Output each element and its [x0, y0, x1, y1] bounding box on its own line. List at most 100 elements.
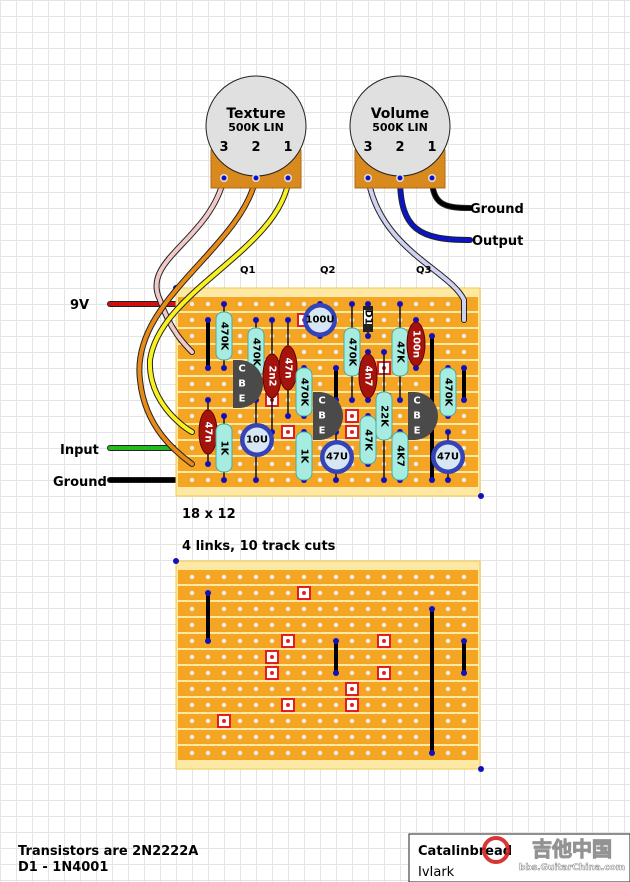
hole [253, 574, 259, 580]
hole [237, 718, 243, 724]
hole [461, 574, 467, 580]
solder-point [397, 301, 403, 307]
hole [365, 590, 371, 596]
hole [381, 606, 387, 612]
resistor-body [439, 367, 457, 417]
hole [445, 670, 451, 676]
hole [205, 750, 211, 756]
hole [317, 349, 323, 355]
track-cut-dot [350, 430, 354, 434]
hole [445, 301, 451, 307]
hole [301, 333, 307, 339]
solder-point [365, 349, 371, 355]
hole [381, 333, 387, 339]
hole [189, 718, 195, 724]
hole [381, 718, 387, 724]
hole [205, 477, 211, 483]
hole [413, 477, 419, 483]
capacitor-body [278, 345, 298, 391]
hole [253, 301, 259, 307]
hole [189, 445, 195, 451]
hole [365, 638, 371, 644]
track-cut-dot [350, 703, 354, 707]
hole [397, 702, 403, 708]
hole [413, 622, 419, 628]
hole [237, 590, 243, 596]
hole [365, 750, 371, 756]
solder-point [349, 397, 355, 403]
hole [205, 574, 211, 580]
hole [237, 445, 243, 451]
label-q1: Q1 [240, 265, 256, 276]
hole [205, 734, 211, 740]
hole [237, 734, 243, 740]
hole [413, 686, 419, 692]
solder-point [205, 461, 211, 467]
hole [349, 638, 355, 644]
pin-c: C [413, 396, 420, 407]
hole [381, 654, 387, 660]
hole [285, 670, 291, 676]
board-corner-marker [478, 766, 484, 772]
hole [445, 654, 451, 660]
resistor-body [215, 311, 233, 361]
hole [365, 574, 371, 580]
label-ground-left: Ground [53, 475, 107, 490]
hole [397, 750, 403, 756]
note-diode: D1 - 1N4001 [18, 860, 108, 875]
hole [189, 413, 195, 419]
component-value: 47n [203, 421, 214, 442]
hole [237, 333, 243, 339]
hole [381, 590, 387, 596]
film-cap-2n2: 2n2 [262, 317, 282, 435]
solder-point [413, 317, 419, 323]
hole [317, 381, 323, 387]
electrolytic-10u: 10U [240, 397, 274, 483]
hole [333, 718, 339, 724]
hole [285, 606, 291, 612]
hole [317, 622, 323, 628]
hole [237, 301, 243, 307]
hole [461, 413, 467, 419]
hole [445, 718, 451, 724]
hole [445, 574, 451, 580]
hole [413, 654, 419, 660]
label-output: Output [472, 234, 523, 249]
hole [237, 461, 243, 467]
hole [285, 686, 291, 692]
hole [445, 333, 451, 339]
hole [189, 750, 195, 756]
copper-strip [178, 746, 478, 760]
hole [349, 574, 355, 580]
credit-author: IvIark [418, 865, 455, 880]
solder-point [285, 413, 291, 419]
component-value: 4n7 [363, 365, 374, 386]
hole [221, 397, 227, 403]
wire-output [397, 175, 473, 243]
transistor-q1: CBE [233, 360, 263, 408]
solder-point [349, 301, 355, 307]
board-corner-marker [173, 558, 179, 564]
lug-solder [253, 175, 259, 181]
component-value: 22K [379, 405, 390, 428]
solder-point [365, 397, 371, 403]
hole [205, 381, 211, 387]
track-cut-dot [350, 687, 354, 691]
board-summary: 4 links, 10 track cuts [182, 539, 336, 554]
hole [221, 606, 227, 612]
hole [269, 301, 275, 307]
track-cut-dot [382, 671, 386, 675]
pot-value: 500K LIN [228, 121, 284, 134]
hole [413, 734, 419, 740]
hole [285, 718, 291, 724]
hole [317, 750, 323, 756]
hole [301, 718, 307, 724]
hole [189, 333, 195, 339]
hole [253, 718, 259, 724]
hole [189, 365, 195, 371]
hole [317, 445, 323, 451]
hole [461, 477, 467, 483]
resistor-body [215, 423, 233, 473]
